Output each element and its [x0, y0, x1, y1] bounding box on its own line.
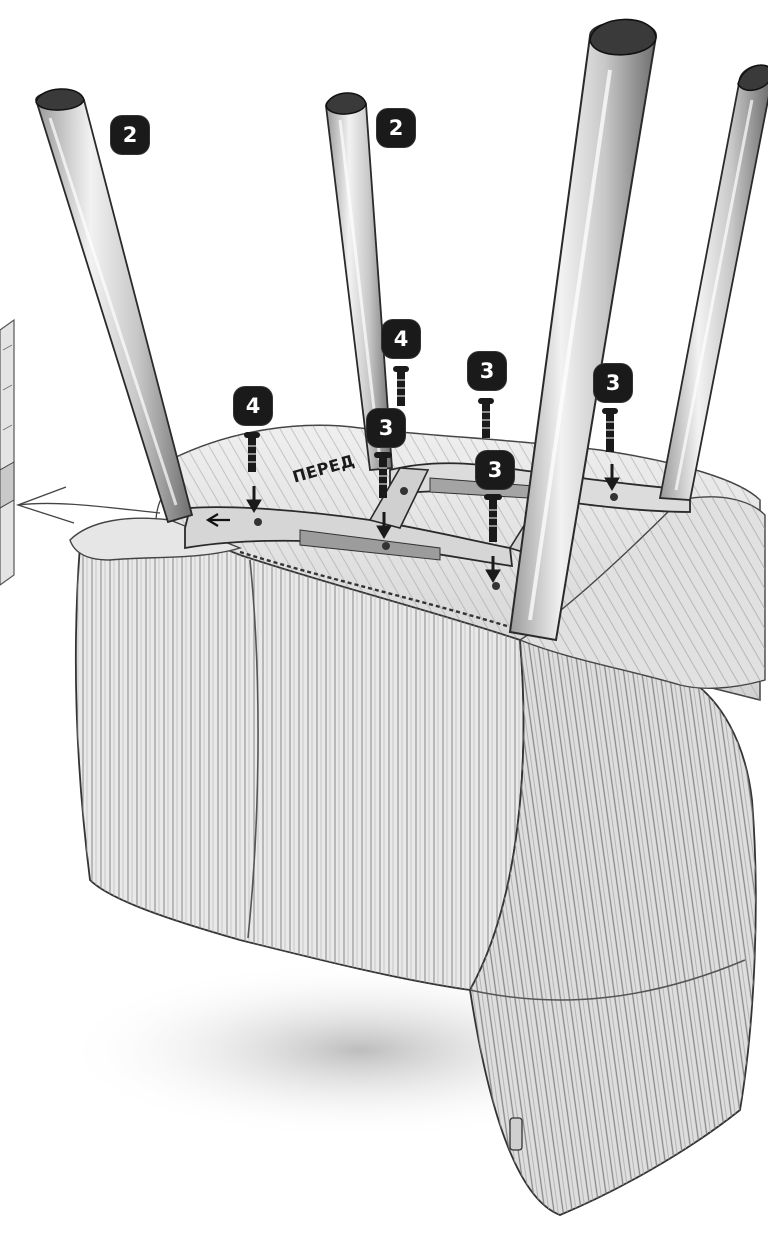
step-badge-leg-left: 2	[111, 116, 149, 154]
step-badge-screw-back-middle: 3	[468, 352, 506, 390]
zipper-pull	[510, 1118, 522, 1150]
step-badge-screw-right-back: 3	[594, 364, 632, 402]
step-badge-screw-center: 3	[367, 409, 405, 447]
step-badge-screw-right-front: 3	[476, 451, 514, 489]
step-badge-screw-back-left: 4	[382, 320, 420, 358]
leg-back-right	[660, 65, 768, 500]
step-badge-screw-left-front: 4	[234, 387, 272, 425]
detail-view-fragment	[0, 320, 14, 585]
leg-front-left	[36, 89, 192, 522]
step-badge-leg-back: 2	[377, 109, 415, 147]
